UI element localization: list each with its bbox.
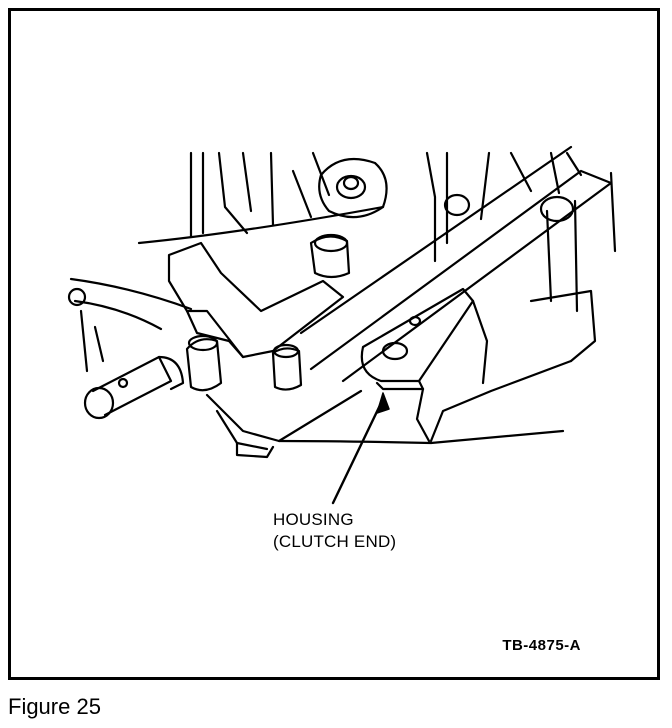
figure-caption: Figure 25 — [8, 694, 101, 719]
callout-line-1: HOUSING — [273, 510, 354, 529]
housing-callout-label: HOUSING (CLUTCH END) — [273, 509, 396, 553]
figure-frame: HOUSING (CLUTCH END) TB-4875-A — [8, 8, 660, 680]
callout-line-2: (CLUTCH END) — [273, 532, 397, 551]
housing-line-drawing — [67, 145, 617, 505]
drawing-id: TB-4875-A — [502, 637, 581, 654]
